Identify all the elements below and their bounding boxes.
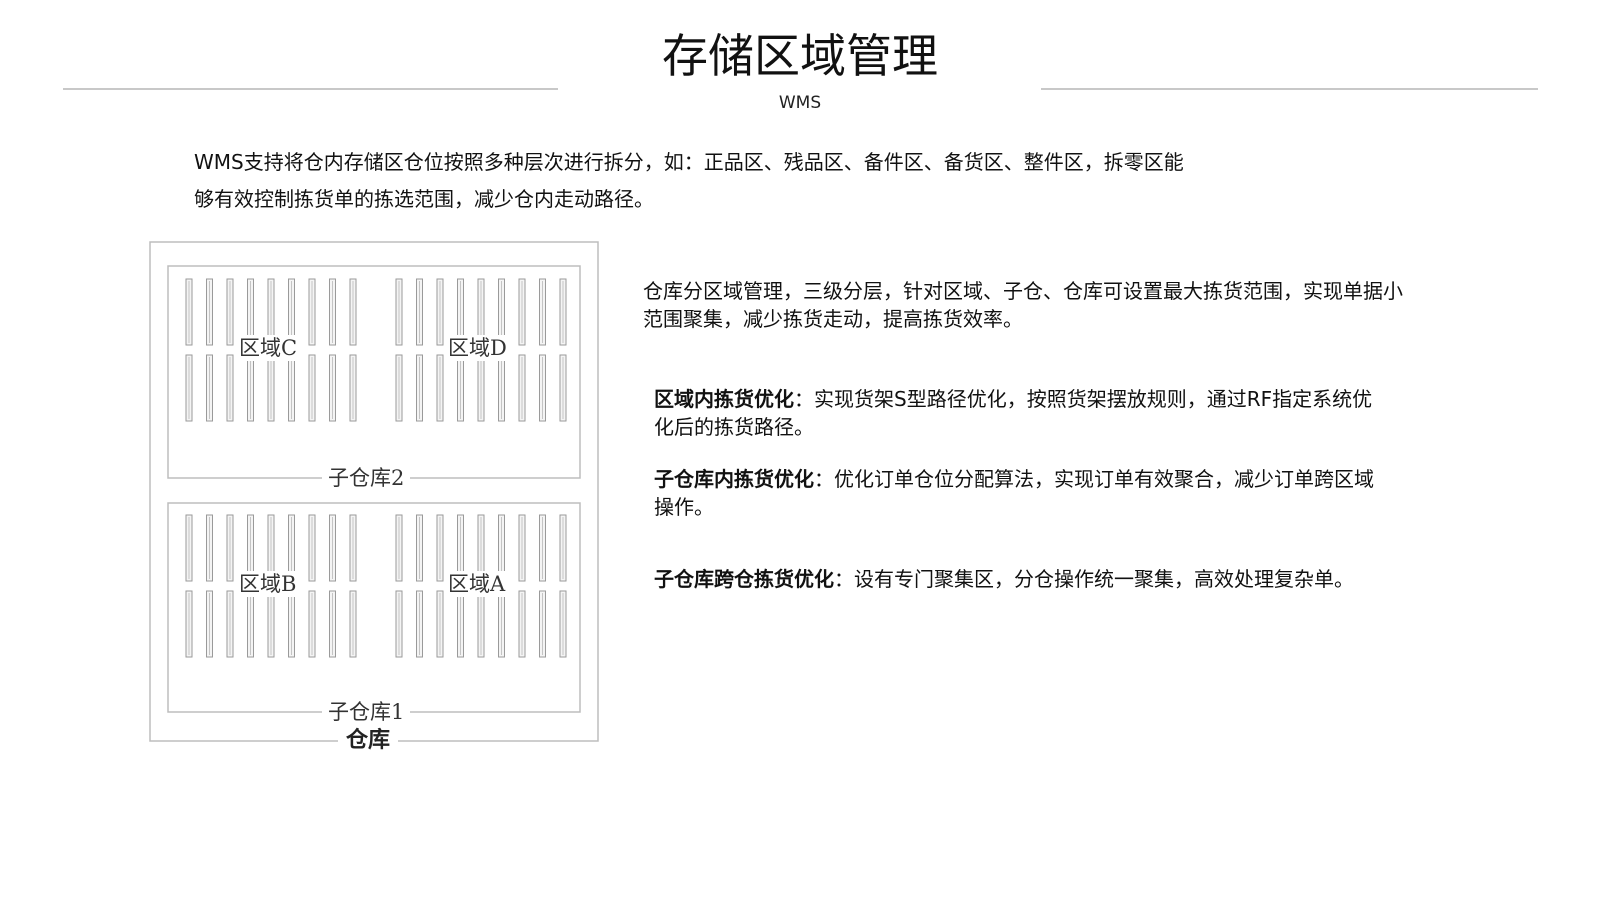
header-rule-left — [63, 88, 558, 90]
sub-warehouse-1-label: 子仓库1 — [322, 699, 411, 725]
zone-b-label: 区域B — [237, 571, 299, 597]
warehouse-diagram-graphic — [149, 241, 599, 742]
feature-cross-warehouse-picking-text: ：设有专门聚集区，分仓操作统一聚集，高效处理复杂单。 — [834, 567, 1354, 591]
header-rule-right — [1041, 88, 1538, 90]
warehouse-label: 仓库 — [338, 727, 399, 755]
warehouse-diagram: 区域C 区域D 区域B 区域A 子仓库2 子仓库1 仓库 — [149, 241, 599, 755]
feature-cross-warehouse-picking-title: 子仓库跨仓拣货优化 — [654, 567, 834, 591]
feature-subwarehouse-picking-text: ：优化订单仓位分配算法，实现订单有效聚合，减少订单跨区域操作。 — [654, 467, 1374, 519]
sub-warehouse-2-label: 子仓库2 — [322, 465, 411, 491]
rack-group-bottom — [185, 514, 567, 658]
intro-paragraph: WMS支持将仓内存储区仓位按照多种层次进行拆分，如：正品区、残品区、备件区、备货… — [194, 144, 1294, 218]
feature-zone-picking-title: 区域内拣货优化 — [654, 387, 794, 411]
feature-zone-picking: 区域内拣货优化：实现货架S型路径优化，按照货架摆放规则，通过RF指定系统优化后的… — [654, 385, 1384, 441]
intro-line-2: 够有效控制拣货单的拣选范围，减少仓内走动路径。 — [194, 187, 654, 211]
feature-subwarehouse-picking-title: 子仓库内拣货优化 — [654, 467, 814, 491]
warehouse-border — [149, 241, 599, 742]
zone-d-label: 区域D — [446, 335, 509, 361]
zone-c-label: 区域C — [237, 335, 300, 361]
feature-subwarehouse-picking: 子仓库内拣货优化：优化订单仓位分配算法，实现订单有效聚合，减少订单跨区域操作。 — [654, 465, 1384, 521]
summary-text: 仓库分区域管理，三级分层，针对区域、子仓、仓库可设置最大拣货范围，实现单据小范围… — [643, 279, 1403, 331]
page-title: 存储区域管理 — [662, 29, 938, 83]
feature-cross-warehouse-picking: 子仓库跨仓拣货优化：设有专门聚集区，分仓操作统一聚集，高效处理复杂单。 — [654, 565, 1384, 593]
intro-line-1: WMS支持将仓内存储区仓位按照多种层次进行拆分，如：正品区、残品区、备件区、备货… — [194, 150, 1184, 174]
zone-a-label: 区域A — [446, 571, 508, 597]
rack-group-top — [185, 278, 567, 422]
feature-zone-picking-text: ：实现货架S型路径优化，按照货架摆放规则，通过RF指定系统优化后的拣货路径。 — [654, 387, 1373, 439]
page-subtitle: WMS — [778, 93, 822, 113]
